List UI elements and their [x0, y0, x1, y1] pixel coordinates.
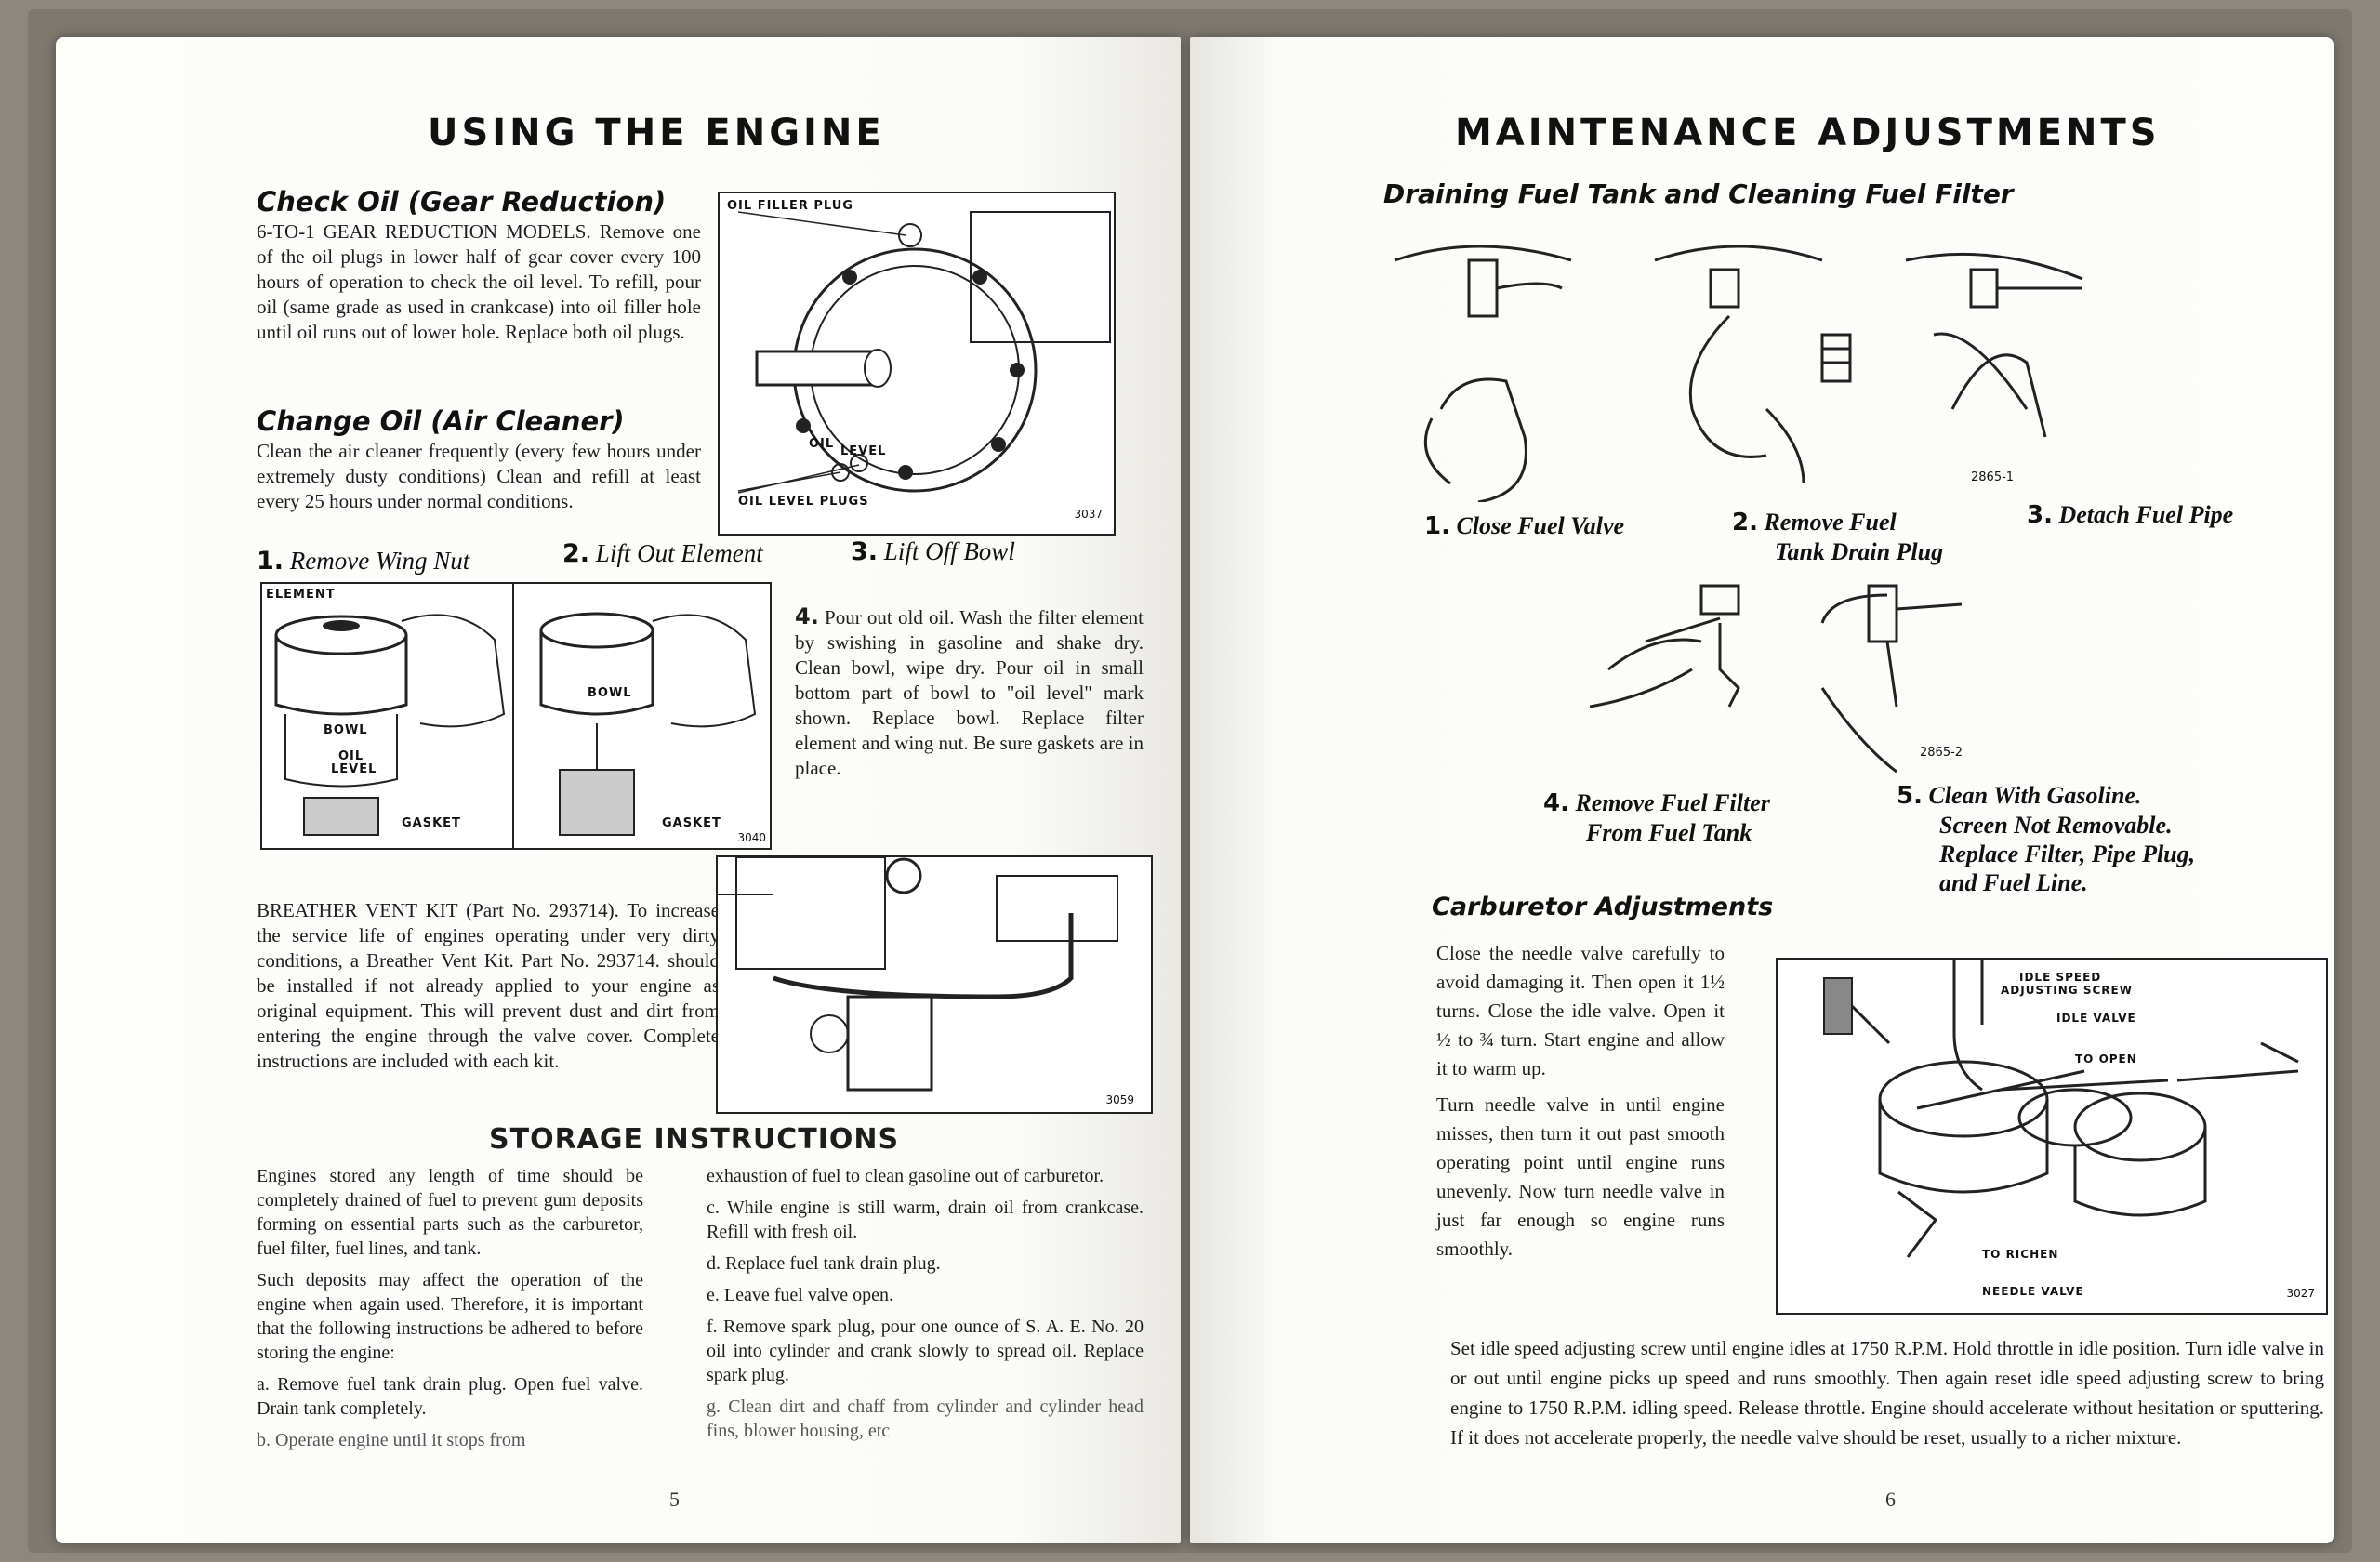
level-mark-label: LEVEL — [331, 762, 377, 776]
step-1-number: 1. — [257, 547, 284, 576]
step-3-text: Lift Off Bowl — [883, 537, 1015, 565]
step-2-text-line-1: Remove Fuel — [1764, 509, 1897, 536]
page-title: USING THE ENGINE — [428, 112, 885, 154]
breather-figure: 3059 — [716, 855, 1153, 1114]
left-page: USING THE ENGINE Check Oil (Gear Reducti… — [56, 37, 1181, 1543]
carburetor-drawing — [1823, 960, 2299, 1258]
step-4-text-line-1: Remove Fuel Filter — [1575, 789, 1770, 816]
storage-item-b: b. Operate engine until it stops from — [257, 1430, 526, 1450]
oil-filler-plug-label: OIL FILLER PLUG — [727, 199, 853, 213]
fuel-filter-drawings — [1589, 584, 1963, 774]
figure-number: 3037 — [1074, 508, 1103, 521]
page-title: MAINTENANCE ADJUSTMENTS — [1455, 112, 2161, 154]
level-label: LEVEL — [840, 444, 887, 458]
oil-label: OIL — [809, 437, 835, 451]
step-2-text-line-2: Tank Drain Plug — [1775, 538, 1944, 565]
step-4: 4. Pour out old oil. Wash the filter ele… — [795, 604, 1144, 781]
storage-item-f: f. Remove spark plug, pour one ounce of … — [707, 1317, 1144, 1385]
step-5-number: 5. — [1897, 782, 1923, 810]
step-1: 1. Close Fuel Valve — [1424, 511, 1624, 541]
storage-item-b-cont: exhaustion of fuel to clean gasoline out… — [707, 1166, 1104, 1186]
step-2: 2. Lift Out Element — [562, 539, 763, 568]
step-5: 5. Clean With Gasoline. Screen Not Remov… — [1897, 781, 2195, 897]
step-2: 2. Remove Fuel Tank Drain Plug — [1732, 508, 1943, 566]
step-4: 4. Remove Fuel Filter From Fuel Tank — [1543, 788, 1770, 847]
air-cleaner-drawing — [274, 584, 757, 848]
gasket-label: GASKET — [402, 816, 461, 830]
step-1-text: Close Fuel Valve — [1456, 512, 1625, 539]
carburetor-paragraph-1: Close the needle valve carefully to avoi… — [1436, 942, 1725, 1079]
storage-item-c: c. While engine is still warm, drain oil… — [707, 1198, 1144, 1242]
step-3: 3. Lift Off Bowl — [851, 537, 1015, 566]
air-cleaner-figure: ELEMENT BOWL OIL LEVEL GASKET BOWL GASKE… — [260, 582, 772, 850]
figure-number: 3059 — [1105, 1093, 1134, 1106]
figure-number: 3040 — [737, 831, 766, 844]
breather-vent-text: BREATHER VENT KIT (Part No. 293714). To … — [257, 899, 720, 1072]
storage-item-a: a. Remove fuel tank drain plug. Open fue… — [257, 1374, 643, 1419]
bowl-label: BOWL — [324, 723, 368, 737]
check-oil-heading: Check Oil (Gear Reduction) — [257, 186, 667, 218]
step-2-number: 2. — [1732, 509, 1758, 536]
idle-valve-label: IDLE VALVE — [2056, 1012, 2136, 1025]
fuel-valve-drawings — [1394, 245, 2083, 504]
storage-col-1: Engines stored any length of time should… — [257, 1164, 643, 1460]
breather-drawing — [718, 857, 1118, 1092]
oil-level-plugs-label: OIL LEVEL PLUGS — [738, 495, 869, 509]
step-5-text-line-2: Screen Not Removable. — [1939, 812, 2173, 839]
step-1-number: 1. — [1424, 512, 1450, 540]
storage-col-2: exhaustion of fuel to clean gasoline out… — [707, 1164, 1144, 1450]
to-richen-label: TO RICHEN — [1982, 1248, 2059, 1261]
step-3-text: Detach Fuel Pipe — [2058, 501, 2234, 528]
step-2-number: 2. — [562, 539, 590, 568]
element-label: ELEMENT — [266, 588, 336, 602]
carburetor-paragraph-2: Turn needle valve in until engine misses… — [1436, 1093, 1725, 1260]
step-4-text-line-2: From Fuel Tank — [1586, 819, 1752, 846]
to-open-label: TO OPEN — [2075, 1052, 2137, 1066]
page-number: 6 — [1885, 1488, 1896, 1511]
step-3: 3. Detach Fuel Pipe — [2027, 500, 2233, 530]
bowl-label-2: BOWL — [588, 686, 632, 700]
gear-cover-drawing — [737, 211, 1111, 494]
storage-paragraph-2: Such deposits may affect the operation o… — [257, 1270, 643, 1363]
storage-item-g: g. Clean dirt and chaff from cylinder an… — [707, 1397, 1144, 1441]
storage-item-d: d. Replace fuel tank drain plug. — [707, 1253, 941, 1274]
right-page: MAINTENANCE ADJUSTMENTS Draining Fuel Ta… — [1190, 37, 2334, 1543]
idle-speed-label: IDLE SPEED — [2019, 971, 2102, 984]
change-oil-heading: Change Oil (Air Cleaner) — [257, 405, 625, 437]
step-3-number: 3. — [851, 537, 879, 566]
figure-number: 3027 — [2286, 1287, 2315, 1300]
carburetor-figure: IDLE SPEED ADJUSTING SCREW IDLE VALVE TO… — [1776, 958, 2328, 1315]
step-4-number: 4. — [795, 603, 819, 629]
carburetor-paragraph-3: Set idle speed adjusting screw until eng… — [1450, 1337, 2324, 1449]
needle-valve-label: NEEDLE VALVE — [1982, 1285, 2084, 1298]
step-1: 1. Remove Wing Nut — [257, 547, 469, 576]
oil-mark-label: OIL — [338, 749, 364, 763]
manual-spread: USING THE ENGINE Check Oil (Gear Reducti… — [28, 9, 2352, 1553]
fuel-drain-illustrations: 2865-1 — [1376, 223, 2306, 504]
figure-number: 2865-2 — [1920, 746, 1964, 760]
carburetor-col: Close the needle valve carefully to avoi… — [1436, 939, 1725, 1271]
change-oil-text: Clean the air cleaner frequently (every … — [257, 440, 701, 512]
step-4-text: Pour out old oil. Wash the filter elemen… — [795, 606, 1144, 779]
storage-item-e: e. Leave fuel valve open. — [707, 1285, 894, 1305]
check-oil-text: 6-TO-1 GEAR REDUCTION MODELS. Remove one… — [257, 220, 701, 343]
step-2-text: Lift Out Element — [595, 539, 763, 567]
figure-number: 2865-1 — [1971, 470, 2015, 484]
storage-paragraph-1: Engines stored any length of time should… — [257, 1166, 643, 1259]
storage-heading: STORAGE INSTRUCTIONS — [489, 1123, 900, 1156]
section-subtitle: Draining Fuel Tank and Cleaning Fuel Fil… — [1383, 179, 2014, 209]
gasket-label-2: GASKET — [662, 816, 721, 830]
step-4-number: 4. — [1543, 789, 1569, 817]
page-number: 5 — [669, 1488, 680, 1511]
gear-cover-figure: OIL FILLER PLUG OIL LEVEL OIL LEVEL PLUG… — [718, 192, 1116, 536]
step-5-text-line-1: Clean With Gasoline. — [1928, 782, 2142, 809]
filter-illustrations: 2865-2 — [1589, 567, 2110, 781]
step-3-number: 3. — [2027, 501, 2053, 529]
adjusting-screw-label: ADJUSTING SCREW — [2001, 984, 2133, 997]
carburetor-heading: Carburetor Adjustments — [1432, 893, 1774, 921]
step-1-text: Remove Wing Nut — [289, 547, 470, 575]
step-5-text-line-4: and Fuel Line. — [1939, 869, 2088, 896]
step-5-text-line-3: Replace Filter, Pipe Plug, — [1939, 841, 2196, 867]
